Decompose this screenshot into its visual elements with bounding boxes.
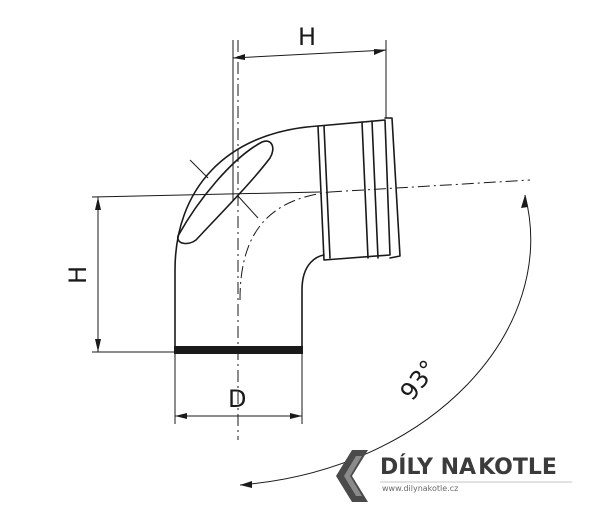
ext-line-left-top [91, 191, 321, 198]
outer-bend-line [174, 125, 319, 351]
inner-bend-line [301, 254, 325, 351]
logo-name-part1: DÍLY NA [380, 454, 476, 480]
arrow-left-bottom [95, 339, 101, 352]
label-top-h: H [298, 23, 316, 51]
dim-angle [239, 194, 532, 488]
arrow-angle-bottom [240, 481, 252, 488]
dim-left-h [91, 191, 321, 353]
dim-bottom-d [174, 354, 303, 424]
logo-url: www.dilynakotle.cz [382, 484, 458, 493]
port-marker-2 [237, 195, 259, 219]
arrow-left-top [95, 197, 101, 210]
side-port-outline [177, 140, 274, 245]
arrow-d-right [290, 413, 302, 419]
arrow-angle-top [521, 195, 528, 208]
logo-mark-inner-icon [344, 456, 362, 496]
arrow-top-right [374, 49, 386, 55]
label-d: D [228, 385, 246, 413]
arrow-d-left [175, 413, 187, 419]
socket-end [317, 117, 401, 261]
label-left-h: H [64, 266, 92, 284]
logo-name: DÍLY NAKOTLE [380, 454, 557, 480]
socket-rim [384, 117, 401, 259]
logo-mark-icon [336, 450, 368, 502]
centerline-horizontal [329, 179, 531, 193]
label-angle: 93° [395, 355, 443, 406]
arrow-top-left [233, 54, 245, 60]
dim-top-h [232, 40, 387, 200]
centerline-bend [239, 191, 331, 301]
logo: DÍLY NAKOTLE www.dilynakotle.cz [336, 450, 572, 502]
logo-name-part2: KOTLE [478, 455, 557, 480]
port-marker-1 [189, 159, 209, 179]
dim-line-top [232, 49, 387, 59]
socket-groove-left [361, 121, 369, 259]
angle-arc [239, 194, 532, 486]
center-lines [237, 40, 531, 440]
